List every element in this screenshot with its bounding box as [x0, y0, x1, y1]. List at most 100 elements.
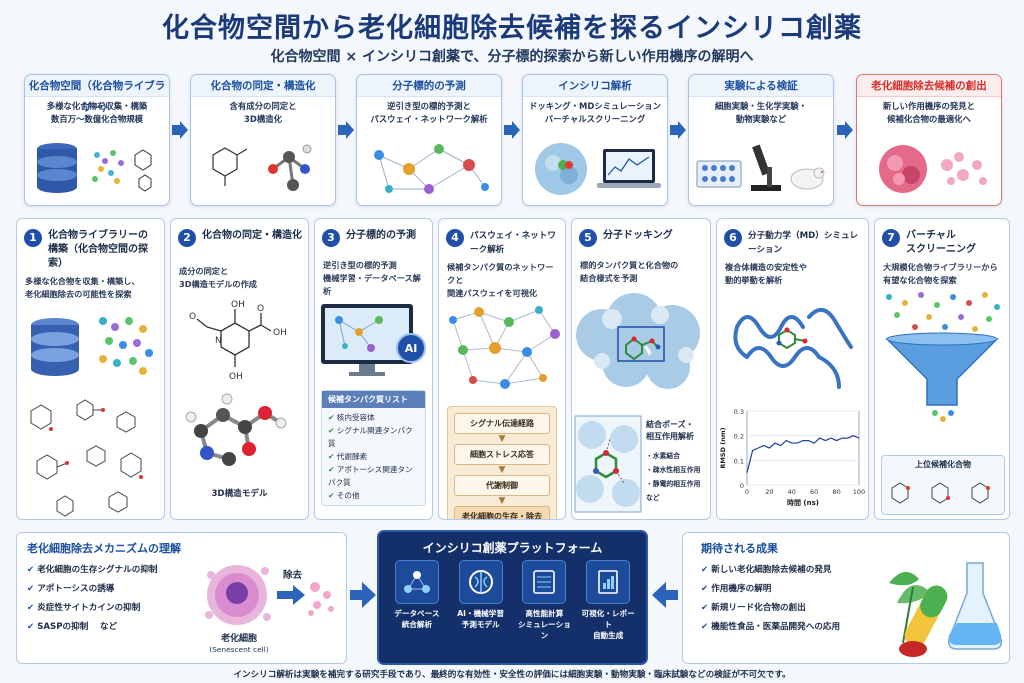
platform-item-hpc: 高性能計算 シミュレーション	[514, 560, 574, 641]
list-item: 新規リード化合物の創出	[701, 599, 873, 618]
step-title: 化合物空間（化合物ライブラリー）	[25, 75, 169, 114]
server-icon	[533, 570, 556, 594]
pose-analysis-title: 結合ポーズ・ 相互作用解析	[646, 420, 694, 441]
list-item: 代謝酵素	[328, 450, 419, 463]
plot-area	[746, 410, 860, 486]
panel-title: 化合物の同定・構造化	[202, 230, 302, 241]
x-tick-label: 80	[832, 488, 840, 496]
laptop-docking-icon	[535, 143, 661, 195]
ai-brain-icon	[468, 570, 493, 594]
page-title: 化合物空間から老化細胞除去候補を探るインシリコ創薬	[162, 13, 862, 44]
flow-step: 細胞ストレス応答	[454, 444, 550, 465]
list-item: アポトーシスの誘導	[27, 580, 187, 599]
step-desc: 細胞実験・生化学実験・ 動物実験など	[714, 101, 808, 124]
step-number: 4	[446, 229, 464, 247]
arrow-right-icon	[837, 121, 853, 139]
mechanism-panel: 老化細胞除去メカニズムの理解 老化細胞の生存シグナルの抑制 アポトーシスの誘導 …	[16, 532, 347, 664]
step-desc: 逆引き型の標的予測と パスウェイ・ネットワーク解析	[370, 101, 488, 124]
step-desc: 多様な化合物を収集・構築 数百万〜数億化合物規模	[46, 101, 148, 124]
step-validation: 実験による検証 細胞実験・生化学実験・ 動物実験など	[688, 74, 834, 206]
arrow-right-icon	[670, 121, 686, 139]
cell-label: 老化細胞	[220, 634, 257, 644]
svg-text:OH: OH	[231, 300, 245, 310]
panel-title: バーチャル スクリーニング	[906, 230, 976, 255]
step-number: 5	[579, 229, 597, 247]
panel-title: 化合物ライブラリーの 構築（化合物空間の探索）	[48, 230, 148, 269]
step-desc: 含有成分の同定と 3D構造化	[229, 101, 297, 124]
arrow-down-icon: ▼	[498, 496, 506, 506]
candidate-protein-list: 候補タンパク質リスト 核内受容体 シグナル関連タンパク質 代謝酵素 アポトーシス…	[321, 390, 426, 506]
list-item: SASPの抑制 など	[27, 618, 187, 637]
platform-title: インシリコ創薬プラットフォーム	[422, 541, 603, 555]
lab-equipment-icon	[696, 144, 825, 191]
monitor-ai-icon: AI	[321, 304, 426, 376]
step-title: 分子標的の予測	[357, 75, 501, 97]
step-title: 実験による検証	[689, 75, 833, 97]
step-number: 2	[178, 229, 196, 247]
arrow-left-icon	[652, 582, 678, 608]
disclaimer-footer: インシリコ解析は実験を補完する研究手段であり、最終的な有効性・安全性の評価には細…	[233, 670, 791, 680]
protein-ribbon-model	[733, 308, 853, 389]
outcomes-title: 期待される成果	[701, 542, 778, 555]
arrow-right-icon	[350, 582, 376, 608]
svg-text:OH: OH	[229, 372, 243, 382]
mechanism-title: 老化細胞除去メカニズムの理解	[27, 542, 181, 555]
network-graph-icon	[374, 144, 489, 194]
step-number: 7	[882, 229, 900, 247]
x-tick-label: 40	[788, 488, 796, 496]
list-item: 核内受容体	[328, 411, 419, 424]
list-item: ・静電的相互作用	[646, 480, 701, 488]
protein-surface-docking	[576, 293, 700, 389]
y-tick-label: 0.1	[734, 457, 744, 465]
step-desc: 新しい作用機序の発見と 候補化合物の最適化へ	[882, 101, 976, 124]
step-title: インシリコ解析	[523, 75, 667, 97]
list-item: など	[646, 494, 660, 502]
list-item: シグナル関連タンパク質	[328, 424, 419, 450]
list-item: 炎症性サイトカインの抑制	[27, 599, 187, 618]
step-desc: ドッキング・MDシミュレーション バーチャルスクリーニング	[529, 101, 661, 124]
platform-item-label: 高性能計算 シミュレーション	[517, 609, 571, 640]
panel-desc: 標的タンパク質と化合物の 結合様式を予測	[580, 260, 679, 283]
step-number: 1	[24, 229, 42, 247]
step-compound-space: 化合物空間（化合物ライブラリー） 多様な化合物を収集・構築 数百万〜数億化合物規…	[24, 74, 170, 206]
x-tick-label: 20	[765, 488, 773, 496]
compound-library-illustration	[30, 317, 153, 517]
top-compounds-icon	[891, 482, 990, 504]
svg-text:N: N	[215, 336, 222, 346]
list-item: 機能性食品・医薬品開発への応用	[701, 618, 873, 637]
svg-text:O: O	[257, 304, 264, 314]
panel-title: パスウェイ・ネットワーク解析	[470, 231, 556, 255]
platform-item-label: データベース 統合解析	[394, 609, 440, 629]
model-caption: 3D構造モデル	[211, 489, 268, 499]
flow-step: 老化細胞の生存・除去	[454, 506, 550, 519]
screening-funnel-icon	[885, 292, 1000, 422]
protein-network-graph	[449, 306, 560, 389]
candidate-list-title: 候補タンパク質リスト	[322, 391, 425, 408]
list-item: アポトーシス関連タンパク質	[328, 463, 419, 489]
top-candidates-title: 上位候補化合物	[915, 460, 971, 469]
senescent-cell-icon	[879, 145, 987, 193]
y-axis-label: RMSD (nm)	[719, 427, 727, 468]
list-item: ・水素結合	[646, 452, 680, 460]
panel-title: 分子動力学（MD）シミュレーション	[748, 231, 859, 255]
flow-step: シグナル伝達経路	[454, 413, 550, 434]
interaction-list: ・水素結合 ・疎水性相互作用 ・静電的相互作用 など	[646, 449, 710, 505]
list-item: 新しい老化細胞除去候補の発見	[701, 561, 873, 580]
panel-desc: 複合体構造の安定性や 動的挙動を解析	[725, 262, 807, 285]
arrow-right-icon	[504, 121, 520, 139]
panel-desc: 逆引き型の標的予測 機械学習・データベース解析	[323, 260, 421, 296]
step-senolytic-candidates: 老化細胞除去候補の創出 新しい作用機序の発見と 候補化合物の最適化へ	[856, 74, 1002, 206]
pathway-flow: シグナル伝達経路 ▼ 細胞ストレス応答 ▼ 代謝制御 ▼ 老化細胞の生存・除去	[447, 406, 557, 519]
list-item: ・疎水性相互作用	[646, 466, 701, 474]
step-title: 化合物の同定・構造化	[191, 75, 335, 97]
arrow-right-icon	[172, 121, 188, 139]
arrow-down-icon: ▼	[498, 465, 506, 475]
x-tick-label: 60	[810, 488, 818, 496]
step-target-prediction: 分子標的の予測 逆引き型の標的予測と パスウェイ・ネットワーク解析	[356, 74, 502, 206]
